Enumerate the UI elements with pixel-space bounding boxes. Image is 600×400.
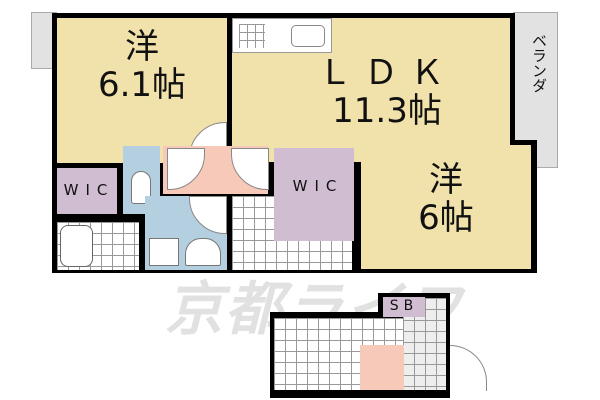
walk-in-closet-2: WIC: [274, 148, 354, 241]
lower-entrance: [360, 345, 404, 390]
entrance-door: [450, 345, 487, 391]
door: [189, 196, 227, 234]
wic-1-label: WIC: [63, 181, 115, 199]
western-room-1-name: 洋: [125, 27, 159, 67]
washroom: [145, 196, 227, 270]
storage-box: SB: [383, 297, 425, 317]
bathroom: [57, 222, 139, 270]
stove-icon: [239, 24, 265, 48]
western-room-2: 洋 6帖: [361, 145, 531, 269]
door: [231, 148, 269, 190]
kitchen-counter: [232, 18, 332, 53]
wic-2-label: WIC: [292, 177, 344, 195]
western-room-1: 洋 6.1帖: [57, 18, 227, 164]
western-room-2-name: 洋: [429, 160, 463, 200]
sink-icon: [291, 25, 325, 47]
ldk-size: 11.3帖: [332, 91, 442, 131]
toilet-icon: [131, 171, 151, 204]
washing-machine-icon: [149, 238, 179, 266]
wash-basin-icon: [185, 238, 221, 266]
door: [167, 148, 205, 190]
western-room-1-size: 6.1帖: [97, 65, 187, 105]
veranda-label: ベランダ: [530, 33, 548, 93]
western-room-2-size: 6帖: [418, 198, 474, 238]
ldk-room: ＬＤＫ 11.3帖: [232, 18, 510, 162]
bathtub-icon: [60, 225, 93, 267]
entrance-hall: [163, 146, 269, 194]
storage-label: SB: [389, 298, 419, 314]
ldk-name: ＬＤＫ: [318, 53, 456, 93]
walk-in-closet-1: WIC: [57, 168, 117, 214]
